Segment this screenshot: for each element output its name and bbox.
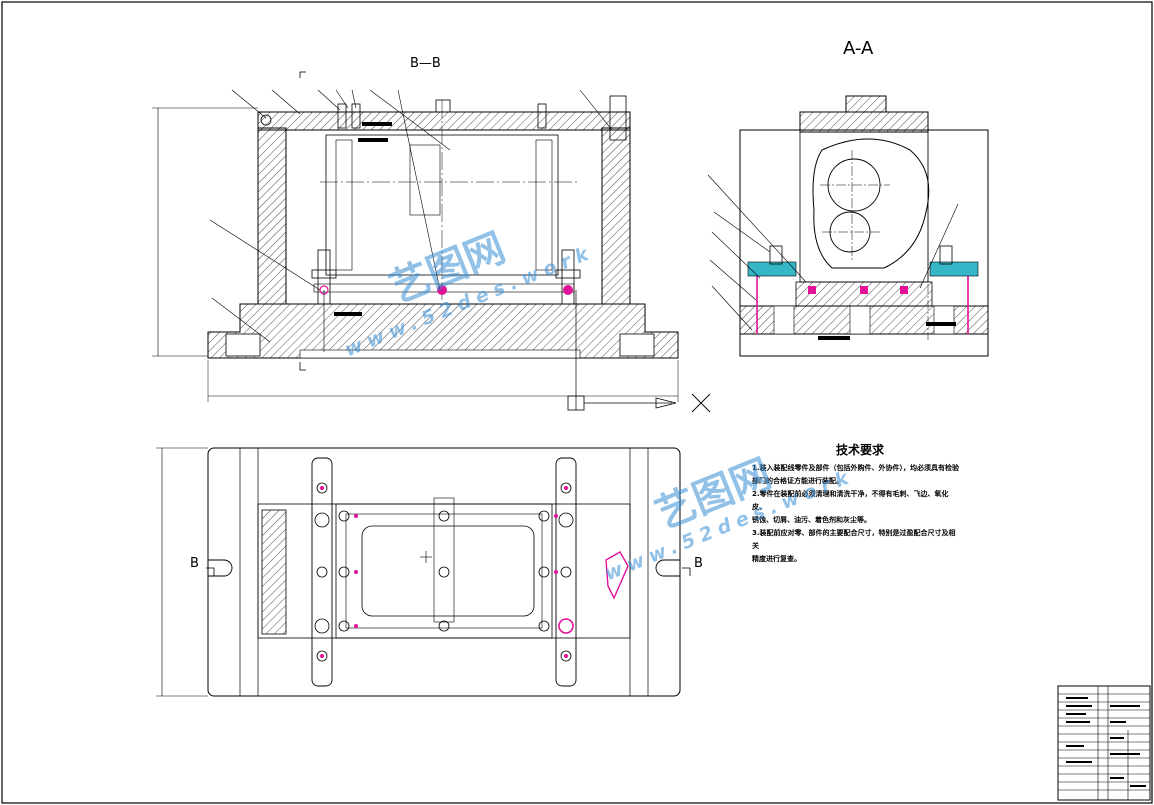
right-wall — [601, 127, 631, 305]
tech-requirement-line: 精度进行复查。 — [752, 555, 801, 563]
plan-base-outline — [207, 447, 681, 697]
section-mark-b-left: B — [190, 556, 199, 571]
tech-requirements-list: 1.装入装配线零件及部件（包括外购件、外协件），均必须具有检验 部门的合格证方能… — [752, 462, 962, 566]
tech-requirement-line: 部门的合格证方能进行装配。 — [752, 477, 843, 485]
tech-requirement-line: 1.装入装配线零件及部件（包括外购件、外协件），均必须具有检验 — [752, 464, 960, 472]
tech-requirement-line: 3.装配前应对零、部件的主要配合尺寸，特别是过盈配合尺寸及相关 — [752, 529, 956, 550]
title-block — [1057, 685, 1151, 801]
aa-workpiece-outline — [812, 138, 930, 269]
left-wall — [257, 127, 287, 305]
base-plate — [207, 303, 679, 359]
section-aa-view — [707, 95, 989, 357]
plan-view — [156, 447, 691, 697]
section-mark-b-right: B — [694, 556, 703, 571]
section-bb-label: B—B — [410, 56, 441, 71]
top-plate — [257, 111, 631, 131]
tech-requirements-title: 技术要求 — [836, 443, 885, 457]
tech-requirement-line: 2.零件在装配前必须清理和清洗干净，不得有毛刺、飞边、氧化皮、 — [752, 490, 949, 511]
section-bb-view — [152, 71, 711, 413]
section-aa-label: A-A — [843, 38, 874, 59]
tech-requirement-line: 锈蚀、切屑、油污、着色剂和灰尘等。 — [752, 516, 871, 524]
